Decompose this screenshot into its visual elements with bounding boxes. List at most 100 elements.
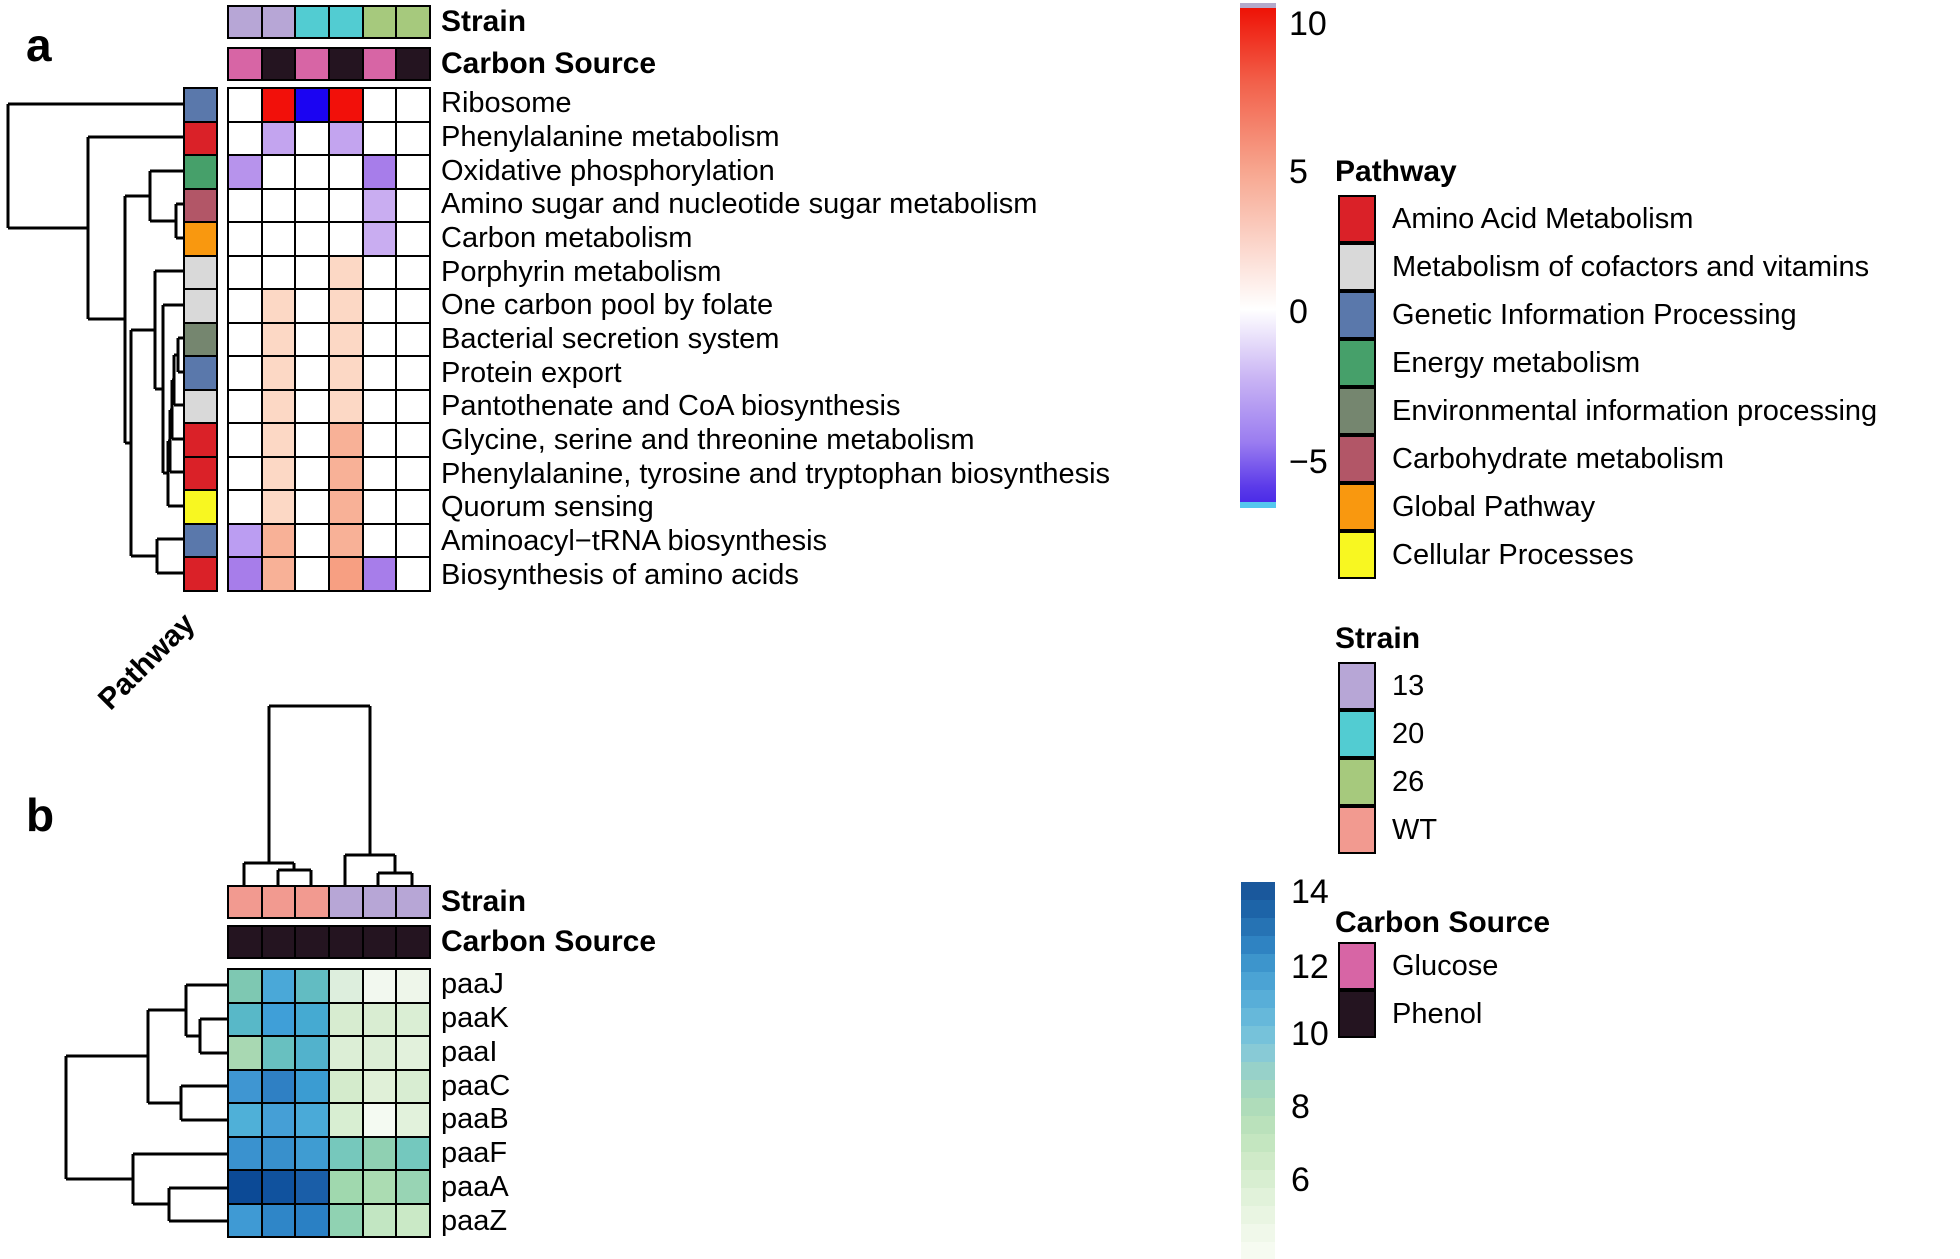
heatmap-cell xyxy=(362,1203,397,1237)
legend-entry: Energy metabolism xyxy=(1338,339,1877,387)
heatmap-cell xyxy=(362,155,397,189)
heatmap-cell xyxy=(329,188,363,223)
heatmap-cell xyxy=(362,523,397,558)
heatmap-cell xyxy=(261,490,296,524)
heatmap-row-label: paaJ xyxy=(441,968,504,1001)
heatmap-cell xyxy=(261,1036,296,1070)
heatmap-cell xyxy=(329,557,363,591)
legend-entry: 13 xyxy=(1338,662,1437,710)
legend-label: Glucose xyxy=(1392,949,1499,982)
heatmap-cell xyxy=(228,88,262,122)
heatmap-cell xyxy=(329,523,363,558)
heatmap-cell xyxy=(396,456,430,491)
heatmap-cell xyxy=(329,1069,363,1103)
carbon-annotation-cell xyxy=(228,48,262,80)
heatmap-cell xyxy=(329,222,363,256)
carbon-annotation-cell xyxy=(295,926,329,958)
heatmap-cell xyxy=(295,1136,329,1170)
carbon-annotation-cell xyxy=(329,926,363,958)
colorbar-a-gradient xyxy=(1240,8,1276,502)
heatmap-cell xyxy=(228,1103,262,1137)
heatmap-cell xyxy=(295,490,329,524)
legend-entry: Amino Acid Metabolism xyxy=(1338,195,1877,243)
strain-annotation-cell xyxy=(228,6,262,38)
heatmap-cell xyxy=(362,1136,397,1170)
heatmap-cell xyxy=(362,557,397,591)
heatmap-cell xyxy=(228,557,262,591)
heatmap-cell xyxy=(396,1136,430,1170)
carbon-annotation-cell xyxy=(261,48,296,80)
heatmap-cell xyxy=(228,322,262,357)
colorbar-tick-label: 5 xyxy=(1289,153,1308,191)
heatmap-cell xyxy=(396,1203,430,1237)
colorbar-band xyxy=(1241,1134,1275,1152)
colorbar-tick-label: −5 xyxy=(1289,443,1328,481)
heatmap-cell xyxy=(295,356,329,390)
heatmap-cell xyxy=(396,490,430,524)
legend-entry: Environmental information processing xyxy=(1338,387,1877,435)
colorbar-tick-label: 14 xyxy=(1291,873,1329,911)
heatmap-cell xyxy=(228,356,262,390)
heatmap-row-label: paaK xyxy=(441,1002,509,1035)
panel-b-column-dendrogram xyxy=(242,704,414,885)
strain-annotation-cell xyxy=(329,886,363,918)
colorbar-band xyxy=(1241,1224,1275,1242)
carbon-annotation-cell xyxy=(396,926,430,958)
legend-label: Cellular Processes xyxy=(1392,538,1634,571)
heatmap-cell xyxy=(261,222,296,256)
strain-annotation-cell xyxy=(362,6,397,38)
colorbar-band xyxy=(1241,1044,1275,1062)
pathway-legend-title: Pathway xyxy=(1335,155,1457,188)
panel-b-letter: b xyxy=(26,789,55,841)
heatmap-cell xyxy=(228,155,262,189)
heatmap-row-label: Aminoacyl−tRNA biosynthesis xyxy=(441,524,828,557)
legend-swatch xyxy=(1338,758,1376,806)
legend-swatch xyxy=(1338,291,1376,339)
heatmap-cell xyxy=(261,289,296,323)
heatmap-cell xyxy=(329,121,363,156)
heatmap-cell xyxy=(295,1036,329,1070)
heatmap-cell xyxy=(261,121,296,156)
heatmap-cell xyxy=(228,255,262,290)
heatmap-cell xyxy=(362,490,397,524)
heatmap-row-label: Oxidative phosphorylation xyxy=(441,154,775,187)
heatmap-cell xyxy=(362,322,397,357)
heatmap-cell xyxy=(228,969,262,1003)
heatmap-cell xyxy=(329,1002,363,1036)
heatmap-cell xyxy=(396,289,430,323)
heatmap-cell xyxy=(362,1170,397,1204)
heatmap-cell xyxy=(396,356,430,390)
heatmap-row-label: Quorum sensing xyxy=(441,491,654,524)
heatmap-cell xyxy=(329,255,363,290)
colorbar-band xyxy=(1241,1062,1275,1080)
legend-swatch xyxy=(1338,531,1376,579)
legend-swatch xyxy=(1338,195,1376,243)
heatmap-row-label: Glycine, serine and threonine metabolism xyxy=(441,423,975,456)
carbon-annotation-cell xyxy=(329,48,363,80)
heatmap-cell xyxy=(261,423,296,457)
legend-entry: 20 xyxy=(1338,710,1437,758)
heatmap-cell xyxy=(295,188,329,223)
heatmap-cell xyxy=(396,1036,430,1070)
heatmap-cell xyxy=(329,356,363,390)
heatmap-cell xyxy=(228,1069,262,1103)
heatmap-row-label: Ribosome xyxy=(441,87,572,120)
pathway-category-cell xyxy=(184,356,217,390)
heatmap-cell xyxy=(396,155,430,189)
heatmap-cell xyxy=(329,1170,363,1204)
pathway-category-cell xyxy=(184,155,217,189)
heatmap-cell xyxy=(261,1170,296,1204)
heatmap-cell xyxy=(228,523,262,558)
legend-label: Metabolism of cofactors and vitamins xyxy=(1392,250,1870,283)
colorbar-band xyxy=(1241,954,1275,972)
heatmap-cell xyxy=(396,557,430,591)
legend-swatch xyxy=(1338,662,1376,710)
heatmap-cell xyxy=(362,969,397,1003)
heatmap-cell xyxy=(295,155,329,189)
colorbar-band xyxy=(1241,1080,1275,1098)
legend-swatch xyxy=(1338,806,1376,854)
colorbar-tick-label: 12 xyxy=(1291,948,1329,986)
